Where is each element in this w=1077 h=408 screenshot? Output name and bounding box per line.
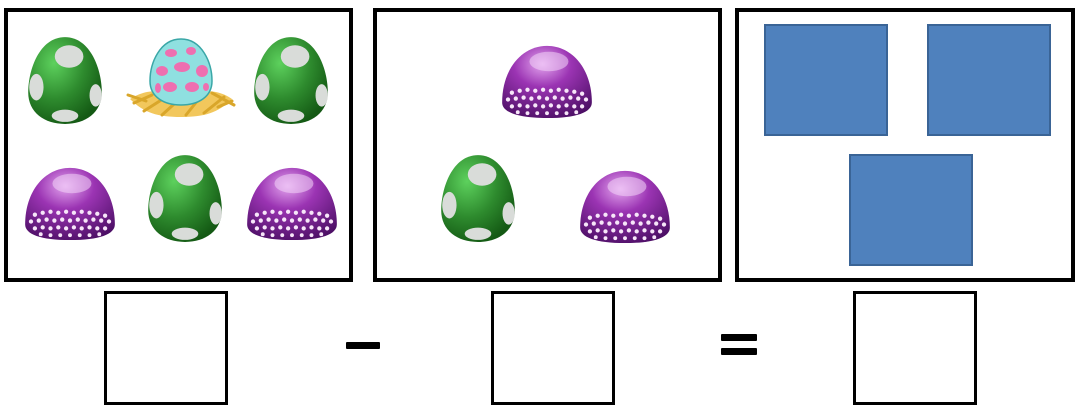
green-egg-icon: [250, 34, 332, 126]
spotted-egg-in-nest-icon: [126, 32, 236, 124]
green-egg-icon: [144, 152, 226, 244]
blue-square: [764, 24, 888, 136]
purple-egg-icon: [20, 164, 120, 242]
answer-box-second[interactable]: [491, 291, 615, 405]
equals-sign: [721, 334, 757, 358]
minus-bar: [346, 342, 380, 349]
green-egg-icon: [437, 152, 519, 244]
purple-egg-icon: [242, 164, 342, 242]
answer-box-first[interactable]: [104, 291, 228, 405]
minus-sign: [346, 338, 380, 352]
total-items-panel: [4, 8, 353, 282]
result-items-panel: [735, 8, 1075, 282]
answer-box-result[interactable]: [853, 291, 977, 405]
equals-bar-bottom: [721, 348, 757, 355]
green-egg-icon: [24, 34, 106, 126]
blue-square: [927, 24, 1051, 136]
purple-egg-icon: [575, 167, 675, 245]
blue-square: [849, 154, 973, 266]
equals-bar-top: [721, 334, 757, 341]
subtracted-items-panel: [373, 8, 722, 282]
purple-egg-icon: [497, 42, 597, 120]
